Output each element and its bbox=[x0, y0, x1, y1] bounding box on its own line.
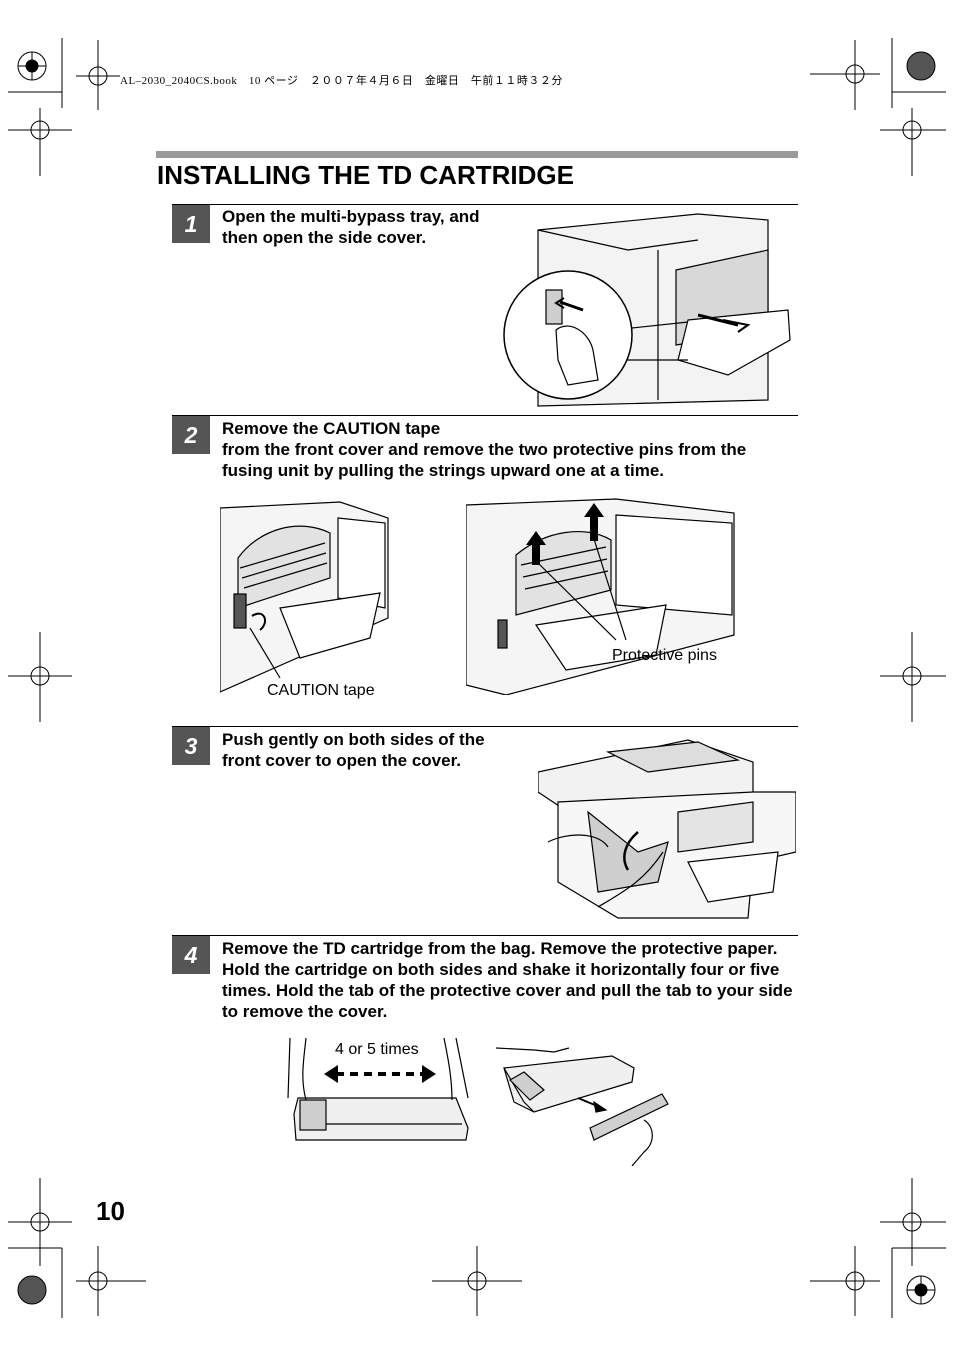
copier-side-cover-illustration bbox=[503, 213, 791, 407]
protective-pins-illustration bbox=[466, 498, 735, 695]
caution-tape-illustration bbox=[220, 501, 389, 693]
title-bar bbox=[156, 151, 798, 158]
front-cover-open-illustration bbox=[538, 739, 796, 919]
protective-pins-caption: Protective pins bbox=[612, 647, 717, 664]
step-3-number: 3 bbox=[172, 727, 210, 765]
step-4-text: Remove the TD cartridge from the bag. Re… bbox=[222, 939, 793, 1021]
step-2-number: 2 bbox=[172, 416, 210, 454]
step-3-rule bbox=[172, 726, 798, 727]
step-4-rule bbox=[172, 935, 798, 936]
print-slug: AL–2030_2040CS.book 10 ページ ２００７年４月６日 金曜日… bbox=[120, 75, 563, 87]
step-2-rule bbox=[172, 415, 798, 416]
step-1-number: 1 bbox=[172, 205, 210, 243]
step-3-text: Push gently on both sides of the front c… bbox=[222, 730, 485, 770]
shake-times-caption: 4 or 5 times bbox=[335, 1041, 419, 1058]
shake-cartridge-illustration bbox=[287, 1038, 469, 1141]
step-2-heading: Remove the CAUTION tape bbox=[222, 419, 441, 438]
step-2-body: from the front cover and remove the two … bbox=[222, 440, 747, 480]
caution-tape-caption: CAUTION tape bbox=[267, 682, 375, 699]
page-title: INSTALLING THE TD CARTRIDGE bbox=[157, 160, 574, 190]
step-1-rule bbox=[172, 204, 798, 205]
page-number: 10 bbox=[96, 1196, 125, 1226]
step-1-text: Open the multi-bypass tray, and then ope… bbox=[222, 207, 480, 247]
step-2-text: Remove the CAUTION tape from the front c… bbox=[222, 418, 794, 481]
remove-protective-cover-illustration bbox=[495, 1047, 669, 1166]
step-4-number: 4 bbox=[172, 936, 210, 974]
